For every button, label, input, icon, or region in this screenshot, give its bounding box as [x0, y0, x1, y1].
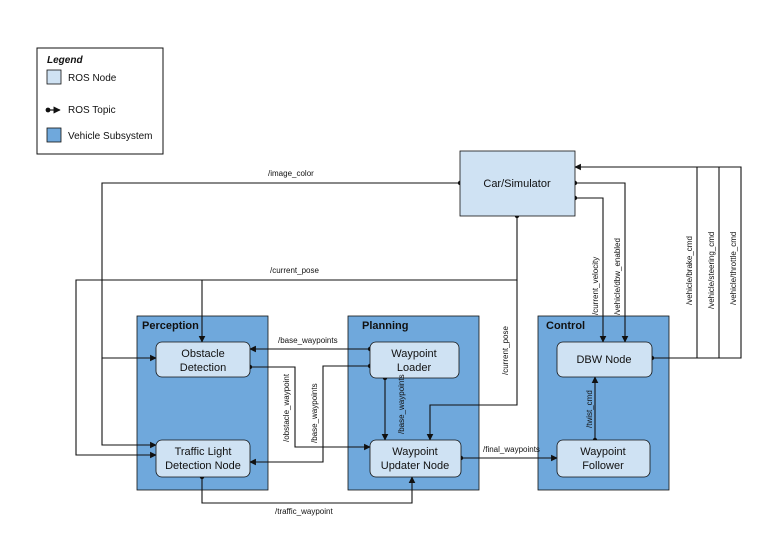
node-obstacle-detection[interactable]: Obstacle Detection	[155, 341, 251, 378]
legend: Legend ROS Node ROS Topic Vehicle Subsys…	[36, 47, 164, 155]
node-waypoint-updater-label-2: Updater Node	[381, 460, 450, 472]
topic-brake-cmd: /vehicle/brake_cmd	[685, 236, 694, 305]
node-waypoint-loader-label-1: Waypoint	[391, 348, 436, 360]
edge-traffic-waypoint	[199, 474, 416, 504]
legend-swatch-ros-node	[46, 69, 62, 85]
topic-image-color: /image_color	[268, 169, 314, 178]
node-traffic-light-detection-label-2: Detection Node	[165, 460, 241, 472]
node-waypoint-follower[interactable]: Waypoint Follower	[556, 439, 651, 478]
edge-image-color-branch	[101, 358, 157, 449]
subsystem-control-title: Control	[546, 320, 585, 332]
node-traffic-light-detection-box[interactable]	[155, 439, 251, 478]
topic-base-waypoints-vertical: /base_waypoints	[397, 374, 406, 434]
node-obstacle-detection-label-2: Detection	[180, 362, 226, 374]
node-car-simulator[interactable]: Car/Simulator	[459, 150, 576, 217]
node-waypoint-updater-box[interactable]	[369, 439, 462, 478]
topic-current-pose-vertical: /current_pose	[501, 326, 510, 375]
node-waypoint-follower-label-1: Waypoint	[580, 446, 625, 458]
topic-base-waypoints-top: /base_waypoints	[278, 336, 338, 345]
legend-label-ros-topic: ROS Topic	[68, 105, 116, 116]
node-waypoint-updater-label-1: Waypoint	[392, 446, 437, 458]
node-dbw[interactable]: DBW Node	[556, 341, 653, 378]
node-waypoint-loader-label-2: Loader	[397, 362, 432, 374]
subsystem-perception-title: Perception	[142, 320, 199, 332]
topic-base-waypoints-diag: /base_waypoints	[310, 383, 319, 443]
node-obstacle-detection-label-1: Obstacle	[181, 348, 224, 360]
edges	[75, 163, 742, 504]
node-waypoint-follower-label-2: Follower	[582, 460, 624, 472]
node-waypoint-loader[interactable]: Waypoint Loader	[369, 341, 460, 379]
topic-labels: /image_color /current_pose /base_waypoin…	[268, 169, 738, 516]
node-dbw-box[interactable]	[556, 341, 653, 378]
node-car-simulator-label: Car/Simulator	[483, 178, 551, 190]
topic-traffic-waypoint: /traffic_waypoint	[275, 507, 333, 516]
topic-final-waypoints: /final_waypoints	[483, 445, 540, 454]
subsystem-planning-title: Planning	[362, 320, 408, 332]
node-waypoint-loader-box[interactable]	[369, 341, 460, 379]
topic-current-velocity: /current_velocity	[591, 257, 600, 315]
node-traffic-light-detection[interactable]: Traffic Light Detection Node	[155, 439, 251, 478]
node-obstacle-detection-box[interactable]	[155, 341, 251, 378]
topic-throttle-cmd: /vehicle/throttle_cmd	[729, 232, 738, 305]
node-traffic-light-detection-label-1: Traffic Light	[175, 446, 232, 458]
legend-label-ros-node: ROS Node	[68, 73, 117, 84]
edge-current-pose-main	[75, 213, 520, 459]
topic-twist-cmd: /twist_cmd	[585, 390, 594, 428]
edge-current-pose-updater	[426, 280, 518, 441]
legend-swatch-vehicle-subsystem	[46, 127, 62, 143]
legend-title: Legend	[47, 55, 83, 66]
topic-dbw-enabled: /vehicle/dbw_enabled	[613, 238, 622, 315]
topic-steering-cmd: /vehicle/steering_cmd	[707, 232, 716, 309]
node-waypoint-updater[interactable]: Waypoint Updater Node	[369, 439, 462, 478]
edge-obstacle-waypoint	[247, 364, 371, 451]
topic-obstacle-waypoint: /obstacle_waypoint	[282, 373, 291, 442]
node-car-simulator-box[interactable]	[459, 150, 576, 217]
node-waypoint-follower-box[interactable]	[556, 439, 651, 478]
edge-image-color	[101, 180, 463, 362]
topic-current-pose-top: /current_pose	[270, 266, 319, 275]
legend-label-vehicle-subsystem: Vehicle Subsystem	[68, 131, 153, 142]
node-dbw-label: DBW Node	[576, 354, 631, 366]
